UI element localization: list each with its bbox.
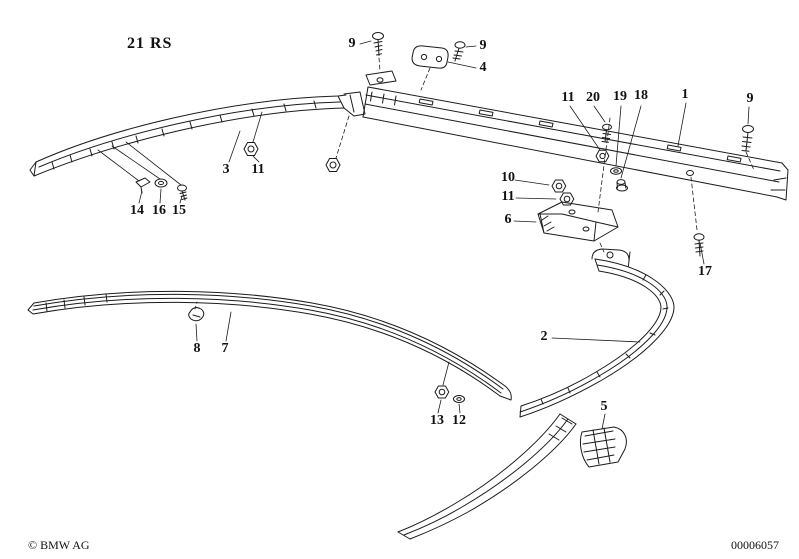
part-11-nut-a: [243, 111, 263, 156]
part-1-mount-tab: [365, 70, 397, 86]
fastener-cluster: [595, 117, 628, 213]
part-9-screw-right: [741, 125, 755, 171]
part-2-lower-section: [397, 413, 577, 540]
part-14-clip: [97, 149, 151, 194]
callout-11-cluster: 11: [561, 90, 575, 105]
callout-20: 20: [586, 90, 600, 105]
part-1-bumper-strip: [362, 86, 789, 201]
callout-3: 3: [222, 162, 230, 177]
callout-19: 19: [613, 89, 627, 104]
callout-10: 10: [501, 170, 515, 185]
part-6-bracket: [537, 201, 619, 253]
callout-12: 12: [452, 413, 466, 428]
callout-8: 8: [193, 341, 201, 356]
leader-lines: [138, 40, 750, 430]
part-9-screw-top: [372, 32, 384, 72]
callout-6: 6: [504, 212, 512, 227]
part-16-grommet: [111, 145, 168, 188]
part-5-end-cap: [579, 426, 627, 468]
callout-7: 7: [221, 341, 229, 356]
callout-11-lower: 11: [501, 189, 515, 204]
part-2-rub-strip: [519, 248, 675, 418]
callout-14: 14: [130, 203, 144, 218]
callout-17: 17: [698, 264, 712, 279]
part-17-screw: [690, 176, 705, 257]
part-11-nut-b: [325, 115, 350, 172]
callout-2: 2: [540, 329, 548, 344]
callout-4: 4: [479, 60, 487, 75]
part-11-nut-c: [559, 192, 575, 206]
part-12-washer: [453, 395, 465, 403]
document-number: 00006057: [731, 538, 779, 552]
part-15-screw: [125, 141, 188, 201]
callout-15: 15: [172, 203, 186, 218]
copyright-text: © BMW AG: [28, 538, 90, 552]
page-code: 21 RS: [127, 35, 173, 52]
part-4-bracket: [411, 45, 449, 91]
callout-1: 1: [681, 87, 689, 102]
callout-13: 13: [430, 413, 444, 428]
part-7-molding: [27, 290, 512, 401]
callout-9-right: 9: [746, 91, 754, 106]
callout-5: 5: [600, 399, 608, 414]
callout-9-bracket: 9: [479, 38, 487, 53]
callout-11-trim: 11: [251, 162, 265, 177]
callout-18: 18: [634, 88, 648, 103]
part-3-upper-trim: [29, 91, 366, 177]
callout-16: 16: [152, 203, 166, 218]
part-13-nut: [434, 361, 450, 399]
part-10-nut: [551, 179, 567, 193]
part-8-clip: [188, 301, 205, 322]
callout-9-top: 9: [348, 36, 356, 51]
part-9-screw-bracket: [452, 41, 466, 62]
